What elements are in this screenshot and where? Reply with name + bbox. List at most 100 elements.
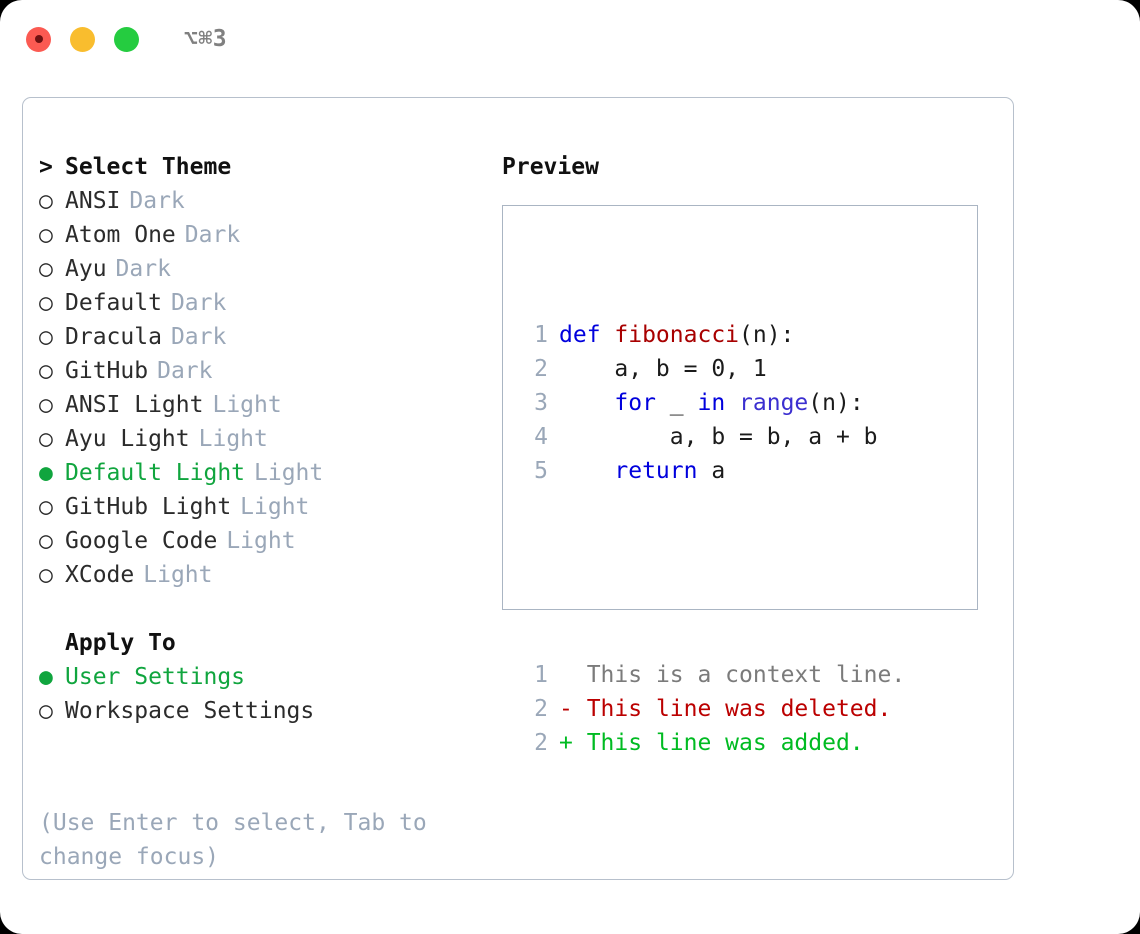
apply-to-item[interactable]: ○Workspace Settings (39, 694, 489, 728)
code-line-content: a, b = b, a + b (559, 420, 878, 454)
code-line-number: 3 (534, 390, 548, 416)
diff-line: 2- This line was deleted. (520, 692, 905, 726)
diff-sign (559, 658, 573, 692)
theme-item-label: Dracula (65, 324, 162, 350)
radio-unselected-icon[interactable]: ○ (39, 698, 53, 724)
diff-sign: + (559, 730, 573, 756)
radio-unselected-icon[interactable]: ○ (39, 494, 53, 520)
code-token: range (739, 390, 809, 416)
theme-item-category: Dark (157, 358, 213, 384)
radio-unselected-icon[interactable]: ○ (39, 358, 53, 384)
radio-unselected-icon[interactable]: ○ (39, 528, 53, 554)
radio-unselected-icon[interactable]: ○ (39, 188, 53, 214)
code-diff-gap (520, 556, 905, 590)
theme-item-label: Default (65, 290, 162, 316)
code-line-content: return a (559, 454, 725, 488)
code-token: def (559, 322, 615, 348)
apply-to-item[interactable]: ● User Settings (39, 660, 489, 694)
code-token: in (697, 390, 726, 416)
code-line: 3 for _ in range(n): (520, 386, 905, 420)
code-line-content: a, b = 0, 1 (559, 352, 767, 386)
diff-line-number: 2 (534, 696, 548, 722)
code-token: (n): (739, 322, 795, 348)
radio-selected-icon[interactable]: ● (39, 460, 53, 486)
code-token: a, b = b, a + b (559, 424, 878, 450)
code-line: 5 return a (520, 454, 905, 488)
code-line: 4 a, b = b, a + b (520, 420, 905, 454)
diff-line-text: This is a context line. (572, 662, 906, 688)
radio-unselected-icon[interactable]: ○ (39, 222, 53, 248)
theme-item-category: Light (212, 392, 282, 418)
diff-sign: - (559, 696, 573, 722)
code-token: fibonacci (614, 322, 740, 348)
close-button[interactable] (26, 26, 51, 52)
select-theme-heading: > Select Theme (39, 150, 489, 184)
code-line: 2 a, b = 0, 1 (520, 352, 905, 386)
code-token: a, b = 0, 1 (559, 356, 767, 382)
theme-item-label: Ayu (65, 256, 107, 282)
radio-unselected-icon[interactable]: ○ (39, 256, 53, 282)
maximize-button[interactable] (114, 26, 139, 52)
title-bar: ⌥⌘3 (0, 0, 1140, 78)
theme-list-item[interactable]: ○ Dracula Dark (39, 320, 489, 354)
theme-item-label: Ayu Light (65, 426, 190, 452)
code-token (559, 390, 614, 416)
theme-list-item[interactable]: ○ ANSI Light Light (39, 388, 489, 422)
theme-item-category: Light (240, 494, 310, 520)
code-line-number: 1 (534, 322, 548, 348)
radio-unselected-icon[interactable]: ○ (39, 562, 53, 588)
diff-line: 2+ This line was added. (520, 726, 905, 760)
radio-unselected-icon[interactable]: ○ (39, 290, 53, 316)
theme-item-category: Dark (129, 188, 185, 214)
theme-item-category: Light (143, 562, 213, 588)
diff-line-text: This line was deleted. (572, 696, 892, 722)
radio-unselected-icon[interactable]: ○ (39, 426, 53, 452)
apply-to-item-list: ● User Settings ○Workspace Settings (39, 660, 489, 728)
preview-title-label: Preview (502, 154, 599, 180)
code-token: a (697, 458, 726, 484)
apply-to-heading: Apply To (39, 626, 489, 660)
theme-item-label: Google Code (65, 528, 218, 554)
theme-list-item[interactable]: ○ XCode Light (39, 558, 489, 592)
traffic-light-buttons (26, 26, 139, 52)
preview-header: Preview (502, 150, 599, 184)
theme-item-category: Light (254, 460, 324, 486)
select-theme-heading-label: Select Theme (65, 154, 232, 180)
diff-line-number: 2 (534, 730, 548, 756)
code-token: (n): (808, 390, 864, 416)
theme-list-item[interactable]: ○ ANSI Dark (39, 184, 489, 218)
radio-selected-icon[interactable]: ● (39, 664, 53, 690)
theme-item-label: XCode (65, 562, 135, 588)
code-line-content: def fibonacci(n): (559, 318, 794, 352)
apply-to-item-label: User Settings (65, 664, 246, 690)
code-token (725, 390, 739, 416)
radio-unselected-icon[interactable]: ○ (39, 392, 53, 418)
diff-block: 1 This is a context line.2- This line wa… (520, 658, 905, 760)
minimize-button[interactable] (70, 26, 95, 52)
radio-unselected-icon[interactable]: ○ (39, 324, 53, 350)
code-line-number: 4 (534, 424, 548, 450)
code-line-number: 5 (534, 458, 548, 484)
window-shortcut-label: ⌥⌘3 (184, 26, 228, 52)
theme-item-label: ANSI Light (65, 392, 204, 418)
caret-icon: > (39, 154, 53, 180)
theme-item-category: Dark (170, 324, 227, 350)
theme-item-label: ANSI (65, 188, 121, 214)
list-spacer (39, 592, 489, 626)
